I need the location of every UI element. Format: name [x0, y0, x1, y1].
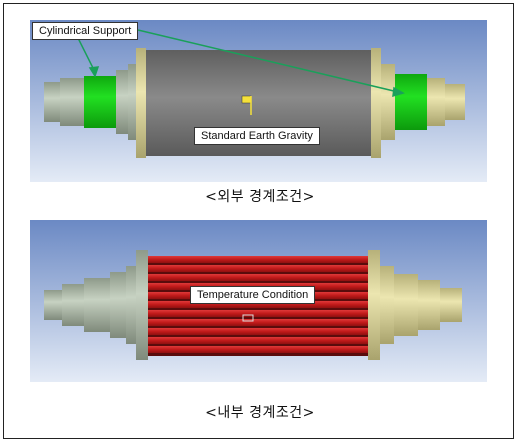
earth-gravity-label: Standard Earth Gravity: [194, 127, 320, 145]
support-arrows: [77, 29, 405, 98]
right-shaft: [381, 64, 465, 140]
external-boundary-view: [30, 20, 487, 182]
right-flange: [368, 250, 380, 360]
temperature-condition-label: Temperature Condition: [190, 286, 316, 304]
left-cylindrical-support: [84, 76, 116, 128]
gravity-flag-icon: [241, 95, 252, 115]
external-boundary-caption: <외부 경계조건>: [205, 189, 315, 205]
marker-icon: [242, 314, 254, 322]
right-shaft: [380, 266, 462, 344]
left-flange: [136, 250, 148, 360]
cylindrical-support-label: Cylindrical Support: [32, 22, 139, 40]
heating-tube-bundle: [148, 256, 368, 356]
right-flange: [371, 48, 381, 158]
left-shaft: [44, 64, 136, 140]
left-flange: [136, 48, 146, 158]
left-shaft: [44, 266, 136, 344]
internal-boundary-caption: <내부 경계조건>: [205, 405, 315, 421]
right-cylindrical-support: [395, 74, 427, 130]
